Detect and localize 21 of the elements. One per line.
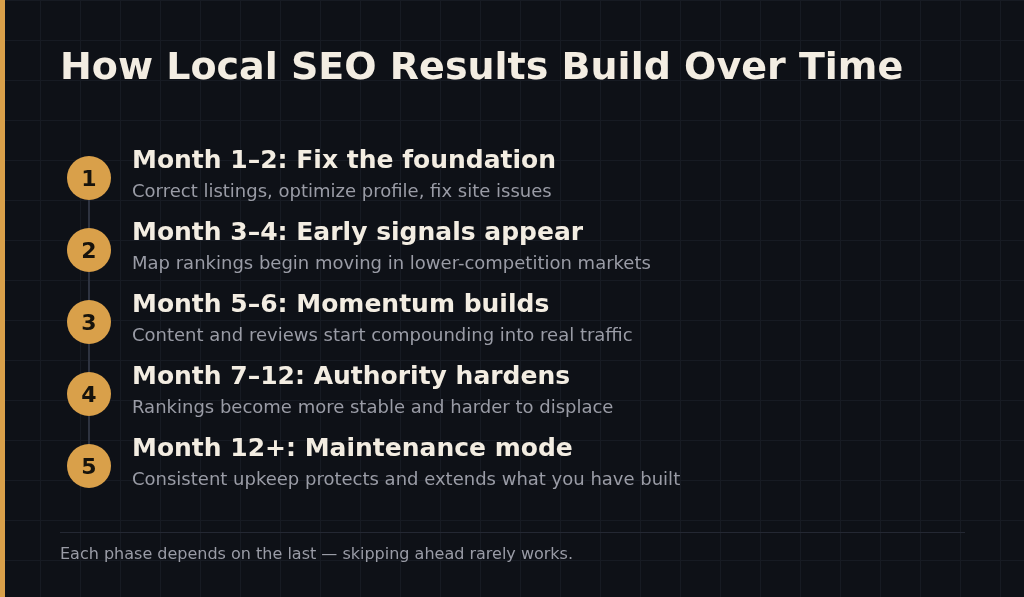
- phase-heading: Month 5–6: Momentum builds: [132, 289, 550, 318]
- footnote: Each phase depends on the last — skipping ahead rarely works.: [60, 544, 574, 563]
- phase-heading: Month 12+: Maintenance mode: [132, 433, 573, 462]
- step-number-circle: 4: [67, 372, 111, 416]
- connector-line: [88, 199, 90, 229]
- step-number-circle: 1: [67, 156, 111, 200]
- phase-description: Correct listings, optimize profile, fix site issues: [132, 180, 552, 201]
- connector-line: [88, 343, 90, 373]
- phase-heading: Month 3–4: Early signals appear: [132, 217, 584, 246]
- connector-line: [88, 271, 90, 301]
- phase-description: Consistent upkeep protects and extends what you have built: [132, 468, 681, 489]
- connector-line: [88, 415, 90, 445]
- step-number-circle: 3: [67, 300, 111, 344]
- title: How Local SEO Results Build Over Time: [60, 44, 904, 88]
- phase-description: Map rankings begin moving in lower-competition markets: [132, 252, 651, 273]
- phase-description: Rankings become more stable and harder to displace: [132, 396, 614, 417]
- phase-heading: Month 7–12: Authority hardens: [132, 361, 571, 390]
- phase-heading: Month 1–2: Fix the foundation: [132, 145, 557, 174]
- step-number-circle: 5: [67, 444, 111, 488]
- step-number-circle: 2: [67, 228, 111, 272]
- phase-description: Content and reviews start compounding into real traffic: [132, 324, 633, 345]
